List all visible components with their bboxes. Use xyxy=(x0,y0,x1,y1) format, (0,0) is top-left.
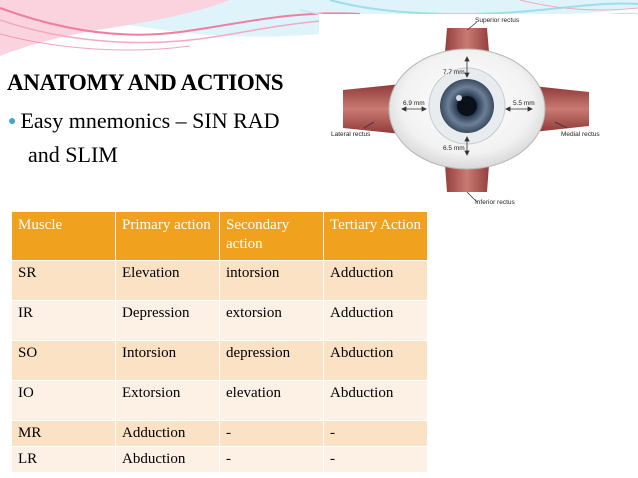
table-cell: LR xyxy=(11,446,116,473)
table-cell: MR xyxy=(11,420,116,447)
table-cell: Adduction xyxy=(323,260,428,301)
table-row: IO Extorsion elevation Abduction xyxy=(11,380,428,421)
table-cell: Elevation xyxy=(115,260,220,301)
table-row: IR Depression extorsion Adduction xyxy=(11,300,428,341)
slide-title: ANATOMY AND ACTIONS xyxy=(7,70,284,95)
table-cell: Abduction xyxy=(323,380,428,421)
table-cell: intorsion xyxy=(219,260,324,301)
lateral-rectus-muscle xyxy=(343,84,401,134)
table-cell: IO xyxy=(11,380,116,421)
label-lateral-rectus: Lateral rectus xyxy=(331,131,371,138)
medial-rectus-muscle xyxy=(533,86,589,132)
bullet-text-continued: and SLIM xyxy=(28,142,118,167)
header-secondary-action: Secondary action xyxy=(219,211,324,261)
eye-muscle-figure: Superior rectus Inferior rectus Lateral … xyxy=(319,14,637,207)
table-cell: Abduction xyxy=(323,340,428,381)
table-cell: elevation xyxy=(219,380,324,421)
table-row: SO Intorsion depression Abduction xyxy=(11,340,428,381)
table-cell: SR xyxy=(11,260,116,301)
muscle-actions-table: Muscle Primary action Secondary action T… xyxy=(11,211,428,473)
measure-medial: 5.5 mm xyxy=(513,100,535,107)
header-muscle: Muscle xyxy=(11,211,116,261)
measure-superior: 7.7 mm xyxy=(443,69,465,76)
table-row: MR Adduction - - xyxy=(11,420,428,447)
header-primary-action: Primary action xyxy=(115,211,220,261)
table-cell: SO xyxy=(11,340,116,381)
measure-lateral: 6.9 mm xyxy=(403,100,425,107)
table-row: SR Elevation intorsion Adduction xyxy=(11,260,428,301)
table-row: LR Abduction - - xyxy=(11,446,428,473)
table-cell: Depression xyxy=(115,300,220,341)
table-cell: Adduction xyxy=(323,300,428,341)
table-cell: Abduction xyxy=(115,446,220,473)
table-cell: - xyxy=(323,446,428,473)
label-inferior-rectus: Inferior rectus xyxy=(475,199,515,206)
table-cell: IR xyxy=(11,300,116,341)
table-cell: Extorsion xyxy=(115,380,220,421)
eye-muscle-diagram: Superior rectus Inferior rectus Lateral … xyxy=(331,17,600,206)
table-cell: Adduction xyxy=(115,420,220,447)
pupil xyxy=(457,96,477,116)
table-cell: depression xyxy=(219,340,324,381)
table-cell: - xyxy=(219,446,324,473)
table-cell: - xyxy=(323,420,428,447)
label-superior-rectus: Superior rectus xyxy=(475,17,520,24)
table-cell: Intorsion xyxy=(115,340,220,381)
bullet-text: Easy mnemonics – SIN RAD xyxy=(20,108,280,133)
bullet-dot-icon: ● xyxy=(8,114,17,129)
measure-inferior: 6.5 mm xyxy=(443,145,465,152)
label-medial-rectus: Medial rectus xyxy=(561,131,600,138)
table-header-row: Muscle Primary action Secondary action T… xyxy=(11,211,428,261)
header-tertiary-action: Tertiary Action xyxy=(323,211,428,261)
table-cell: - xyxy=(219,420,324,447)
table-cell: extorsion xyxy=(219,300,324,341)
bullet-item: ●Easy mnemonics – SIN RAD xyxy=(8,108,280,134)
